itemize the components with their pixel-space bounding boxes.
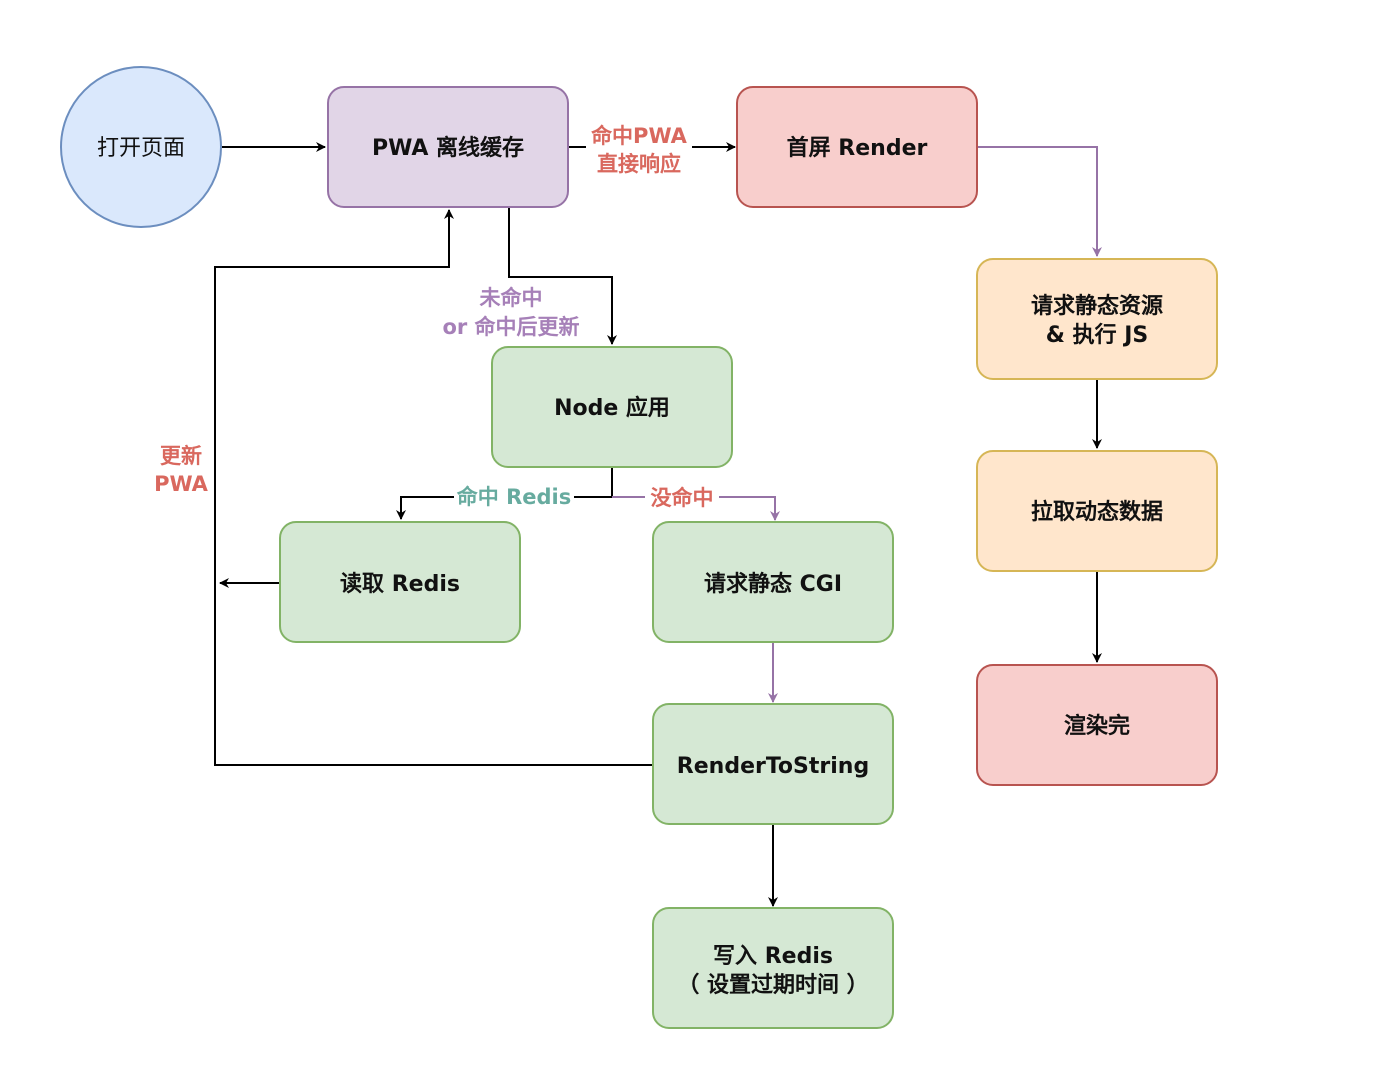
label-miss-line2: or 命中后更新	[442, 315, 579, 339]
edge-rts-to-pwa	[214, 209, 653, 766]
node-first-render: 首屏 Render	[736, 86, 978, 208]
node-node-app: Node 应用	[491, 346, 733, 468]
static-cgi-shape	[652, 521, 894, 643]
open-page-label: 打开页面	[97, 136, 185, 161]
label-update-pwa-line2: PWA	[154, 472, 209, 496]
node-write-redis: 写入 Redis （ 设置过期时间 ）	[652, 907, 894, 1029]
render-to-string-shape	[652, 703, 894, 825]
first-render-shape	[736, 86, 978, 208]
request-static-label-line2: & 执行 JS	[1046, 322, 1149, 348]
label-no-hit: 没命中	[645, 484, 719, 510]
pwa-cache-label: PWA 离线缓存	[372, 135, 524, 161]
open-page-shape	[60, 66, 222, 228]
write-redis-label-line2: （ 设置过期时间 ）	[677, 973, 868, 998]
render-done-shape	[976, 664, 1218, 786]
label-no-hit-text: 没命中	[651, 486, 714, 510]
node-render-done: 渲染完	[976, 664, 1218, 786]
node-render-to-string: RenderToString	[652, 703, 894, 825]
write-redis-label-line1: 写入 Redis	[713, 944, 833, 969]
read-redis-shape	[279, 521, 521, 643]
node-open-page: 打开页面	[60, 66, 222, 228]
node-pwa-cache: PWA 离线缓存	[327, 86, 569, 208]
label-miss-line1: 未命中	[480, 286, 543, 310]
pwa-cache-shape	[327, 86, 569, 208]
edge-render-to-static	[977, 146, 1102, 257]
label-update-pwa-line1: 更新	[160, 444, 202, 468]
request-static-shape	[976, 258, 1218, 380]
label-hit-pwa-line1: 命中PWA	[591, 124, 688, 148]
label-hit-pwa-line2: 直接响应	[597, 152, 681, 176]
pull-dynamic-shape	[976, 450, 1218, 572]
static-cgi-label: 请求静态 CGI	[704, 571, 842, 597]
pull-dynamic-label: 拉取动态数据	[1031, 499, 1163, 525]
label-hit-redis-text: 命中 Redis	[457, 485, 571, 509]
label-update-pwa: 更新 PWA	[150, 440, 212, 498]
node-app-shape	[491, 346, 733, 468]
label-hit-pwa: 命中PWA 直接响应	[586, 120, 692, 178]
render-done-label: 渲染完	[1064, 713, 1130, 739]
label-miss: 未命中 or 命中后更新	[442, 286, 579, 339]
node-app-label: Node 应用	[554, 395, 670, 421]
read-redis-label: 读取 Redis	[340, 572, 460, 597]
render-to-string-label: RenderToString	[677, 754, 869, 779]
label-hit-redis: 命中 Redis	[454, 484, 574, 510]
write-redis-shape	[652, 907, 894, 1029]
request-static-label-line1: 请求静态资源	[1031, 293, 1163, 319]
node-static-cgi: 请求静态 CGI	[652, 521, 894, 643]
node-read-redis: 读取 Redis	[279, 521, 521, 643]
edge-pwa-to-node	[508, 207, 617, 345]
node-request-static: 请求静态资源 & 执行 JS	[976, 258, 1218, 380]
node-pull-dynamic: 拉取动态数据	[976, 450, 1218, 572]
first-render-label: 首屏 Render	[787, 135, 928, 161]
